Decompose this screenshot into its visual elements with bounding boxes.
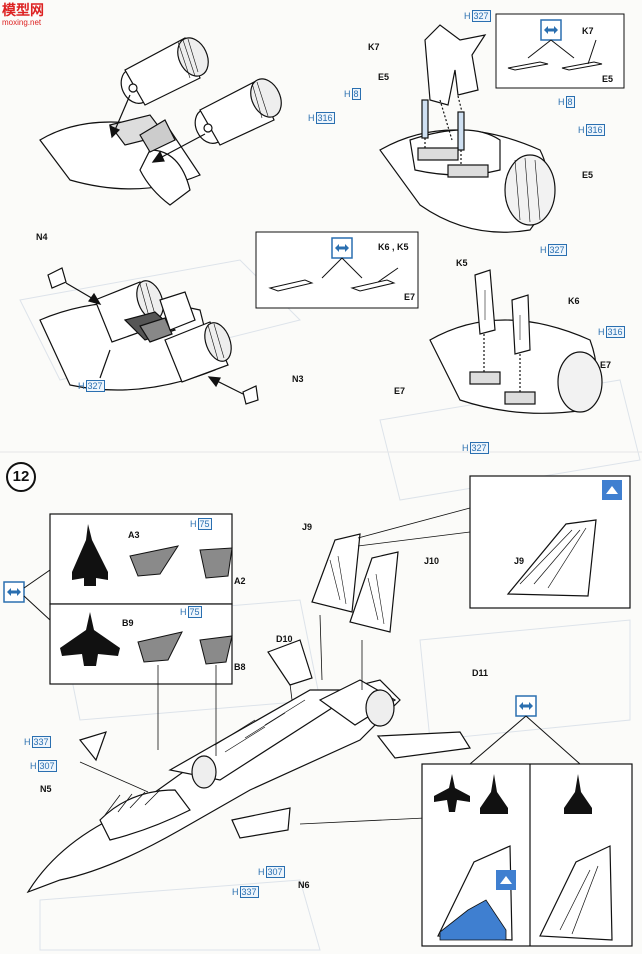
part-label: E5 [602,74,614,84]
part-label: D10 [276,634,293,644]
nozzle-mid-lower [164,321,232,383]
k7-assembly-group [379,24,556,233]
engine-nozzles-group [39,37,282,206]
part-label: K7 [368,42,380,52]
k7-detail-inset [495,13,625,89]
aircraft-silhouette-icon [480,774,508,814]
part-label: K6 [568,296,580,306]
part-label: N4 [36,232,48,242]
d11-variant-inset [421,763,633,947]
aircraft-silhouette-icon [72,524,108,586]
part-label: N5 [40,784,52,794]
fuselage-main [26,533,472,894]
step-number-badge: 12 [6,462,36,492]
k6-k5-detail-inset [255,231,419,309]
part-label: D11 [472,668,489,678]
site-url: moxing.net [2,18,42,27]
nozzle-lower [194,78,282,146]
aircraft-silhouette-icon [60,612,120,666]
left-right-arrow-icon [515,695,537,717]
part-label: A3 [128,530,140,540]
part-label: J10 [424,556,440,566]
part-label: E7 [394,386,406,396]
nozzle-upper [120,37,209,106]
j9-detail-inset [469,475,631,609]
left-right-arrow-icon [3,581,25,603]
part-label: K6 , K5 [378,242,409,252]
part-label: J9 [302,522,313,532]
part-label: K7 [582,26,594,36]
k5-k6-assembly-group [429,269,603,414]
aircraft-silhouette-icon [564,774,592,814]
variant-b-box [49,603,233,685]
part-label: E7 [404,292,416,302]
part-label: N3 [292,374,304,384]
part-label: J9 [514,556,525,566]
part-label: A2 [234,576,246,586]
paint-icon [602,480,622,500]
part-label: E7 [600,360,612,370]
part-label: K5 [456,258,468,268]
part-label: B9 [122,618,134,628]
part-label: B8 [234,662,246,672]
paint-icon [496,870,516,890]
part-label: E5 [582,170,594,180]
part-label: N6 [298,880,310,890]
n3-n4-assembly-group [39,267,259,405]
part-label: E5 [378,72,390,82]
aircraft-silhouette-icon [434,774,470,812]
site-logo: 模型网 [2,2,44,18]
